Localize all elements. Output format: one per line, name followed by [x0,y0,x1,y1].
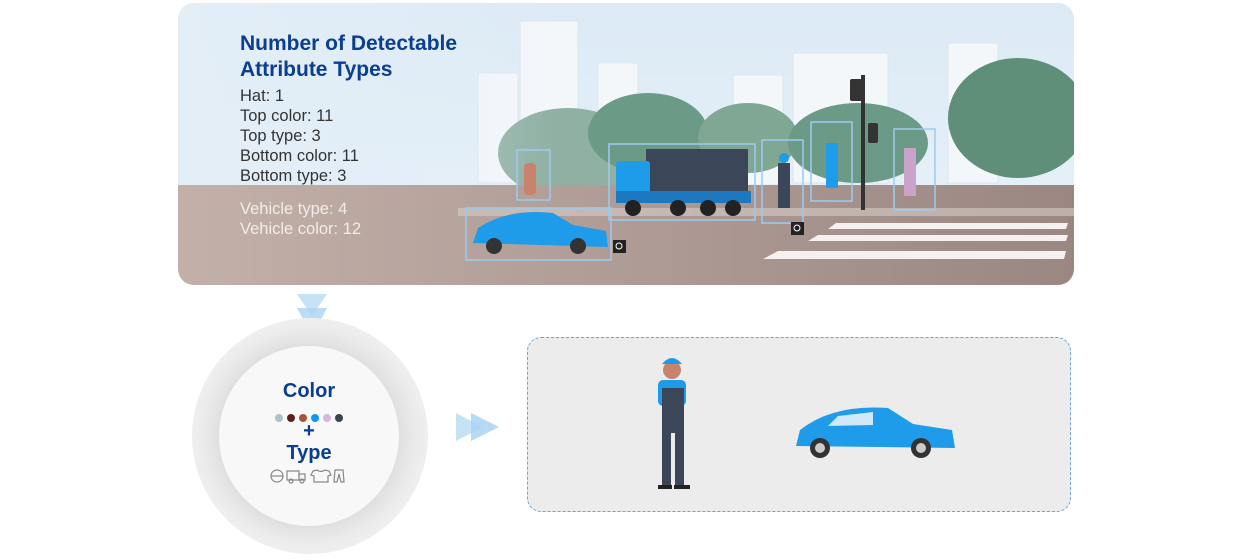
bounding-boxes [465,121,936,261]
attr-bottom-type: Bottom type: 3 [240,167,347,185]
detection-result-panel [527,337,1071,512]
plus-sign: + [303,420,315,442]
truck [616,149,751,216]
info-title: Number of Detectable Attribute Types [240,32,458,81]
magnifier-icon [613,240,626,253]
type-icons [219,468,399,489]
magnifier-icon [791,222,804,235]
attr-vehicle-color: Vehicle color: 12 [240,220,362,238]
hat-icon [270,469,284,483]
truck-icon [286,470,306,484]
car [473,212,608,254]
street-illustration [178,3,1074,285]
attribute-info: Number of Detectable Attribute Types Hat… [240,31,500,239]
color-swatch [287,414,295,422]
shirt-icon [310,469,332,483]
color-type-circle: Color + Type [219,346,399,526]
attr-hat: Hat: 1 [240,87,285,105]
right-arrow-icon [456,413,499,441]
color-label: Color [282,380,336,402]
car-figure [796,407,955,458]
worker-figure [658,358,690,489]
color-swatch [311,414,319,422]
pedestrians [524,143,916,208]
color-swatch [299,414,307,422]
attr-bottom-color: Bottom color: 11 [240,147,359,165]
pants-icon [333,469,345,483]
color-swatch [335,414,343,422]
color-swatches [219,409,399,422]
traffic-light [850,75,878,210]
attr-top-color: Top color: 11 [240,107,334,125]
attr-vehicle-type: Vehicle type: 4 [240,200,348,218]
crosswalk [763,223,1068,259]
result-illustration [658,358,955,489]
street-scene-panel: Number of Detectable Attribute Types Hat… [178,3,1074,285]
type-label: Type [286,442,332,464]
attr-top-type: Top type: 3 [240,127,321,145]
color-swatch [275,414,283,422]
color-swatch [323,414,331,422]
